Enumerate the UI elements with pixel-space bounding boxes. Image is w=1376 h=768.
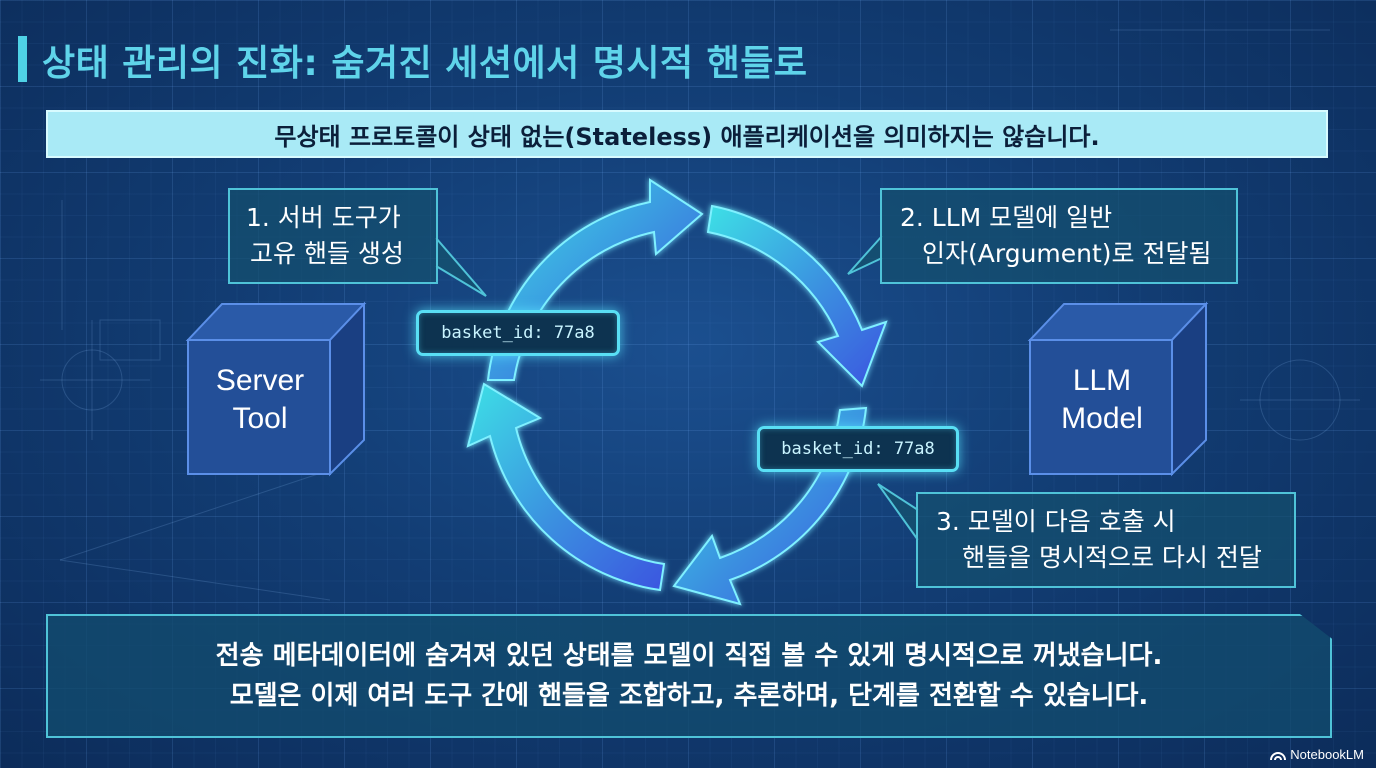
callout-step-1-line2: 고유 핸들 생성 bbox=[250, 239, 404, 268]
server-tool-label-line1: Server bbox=[215, 364, 305, 397]
server-tool-label: Server Tool bbox=[190, 362, 330, 438]
server-cube-icon bbox=[185, 301, 367, 477]
brand-label: NotebookLM bbox=[1290, 747, 1364, 762]
callout-step-2-line2: 인자(Argument)로 전달됨 bbox=[922, 239, 1212, 268]
callout-step-3: 3. 모델이 다음 호출 시 핸들을 명시적으로 다시 전달 bbox=[916, 492, 1296, 588]
callout-step-1-line1: 1. 서버 도구가 bbox=[246, 203, 401, 232]
llm-cube-icon bbox=[1027, 301, 1209, 477]
callout-tails bbox=[435, 235, 919, 541]
handle-chip-2: basket_id: 77a8 bbox=[757, 426, 959, 472]
callout-step-1: 1. 서버 도구가 고유 핸들 생성 bbox=[228, 188, 438, 284]
summary-panel: 전송 메타데이터에 숨겨져 있던 상태를 모델이 직접 볼 수 있게 명시적으로… bbox=[46, 614, 1332, 738]
callout-step-3-line1: 3. 모델이 다음 호출 시 bbox=[936, 507, 1176, 536]
callout-step-2: 2. LLM 모델에 일반 인자(Argument)로 전달됨 bbox=[880, 188, 1238, 284]
title-accent-bar bbox=[18, 36, 27, 82]
banner: 무상태 프로토콜이 상태 없는(Stateless) 애플리케이션을 의미하지는… bbox=[46, 110, 1328, 158]
notebooklm-logo-icon bbox=[1270, 751, 1287, 760]
brand-watermark: NotebookLM bbox=[1270, 747, 1364, 762]
llm-model-label: LLM Model bbox=[1032, 362, 1172, 438]
llm-model-label-line2: Model bbox=[1061, 402, 1143, 435]
summary-line-1: 전송 메타데이터에 숨겨져 있던 상태를 모델이 직접 볼 수 있게 명시적으로… bbox=[215, 641, 1163, 671]
callout-step-2-line1: 2. LLM 모델에 일반 bbox=[900, 203, 1113, 232]
handle-chip-1: basket_id: 77a8 bbox=[416, 310, 620, 356]
callout-step-3-line2: 핸들을 명시적으로 다시 전달 bbox=[962, 543, 1262, 572]
cycle-arrows-icon bbox=[466, 178, 888, 606]
server-tool-label-line2: Tool bbox=[232, 402, 288, 435]
summary-line-2: 모델은 이제 여러 도구 간에 핸들을 조합하고, 추론하며, 단계를 전환할 … bbox=[229, 681, 1149, 711]
page-title: 상태 관리의 진화: 숨겨진 세션에서 명시적 핸들로 bbox=[42, 43, 808, 84]
llm-model-label-line1: LLM bbox=[1072, 364, 1132, 397]
